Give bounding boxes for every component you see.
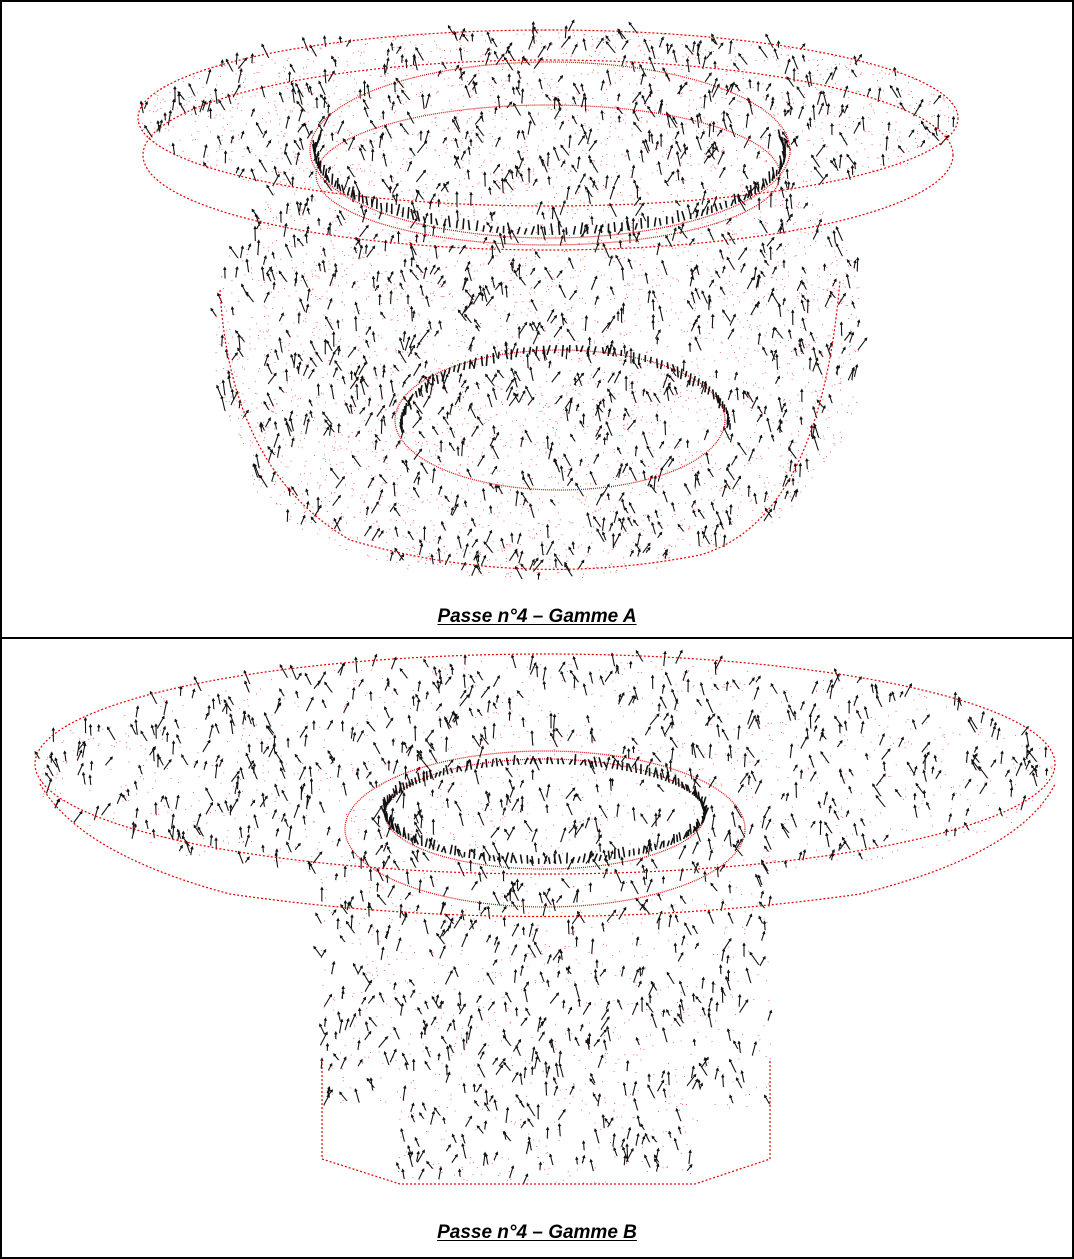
point-cloud-a (138, 19, 956, 581)
outline-recess-a (394, 349, 726, 491)
table-border-right (1072, 0, 1074, 1259)
mesh-vector-plot-b (34, 649, 1056, 1185)
dense-ring-b (381, 754, 710, 865)
outline-foot-b (321, 1059, 771, 1185)
figure-caption-a: Passe n°4 – Gamme A (437, 606, 637, 627)
outline-hub-ring-b (344, 750, 746, 908)
outline-rim-lower-a (142, 59, 954, 251)
outline-plate-edge-b (39, 783, 1056, 918)
table-border-top (0, 0, 1074, 2)
outline-bowl-ring-a (315, 104, 781, 246)
figure-cell-b: Passe n°4 – Gamme B (0, 639, 1074, 1257)
figure-caption-b: Passe n°4 – Gamme B (437, 1222, 637, 1243)
table-border-bottom (0, 1257, 1074, 1259)
dense-ring-a (311, 129, 787, 433)
outline-rim-outer-a (137, 29, 959, 207)
outline-plate-outer-a (34, 653, 1056, 875)
table-border-left (0, 0, 2, 1259)
table-divider (0, 637, 1074, 639)
point-cloud-b (34, 649, 1053, 1185)
mesh-vector-plot-a (137, 19, 959, 581)
figure-cell-a: Passe n°4 – Gamme A (137, 19, 959, 627)
outline-bowl-inner-a (309, 61, 791, 239)
